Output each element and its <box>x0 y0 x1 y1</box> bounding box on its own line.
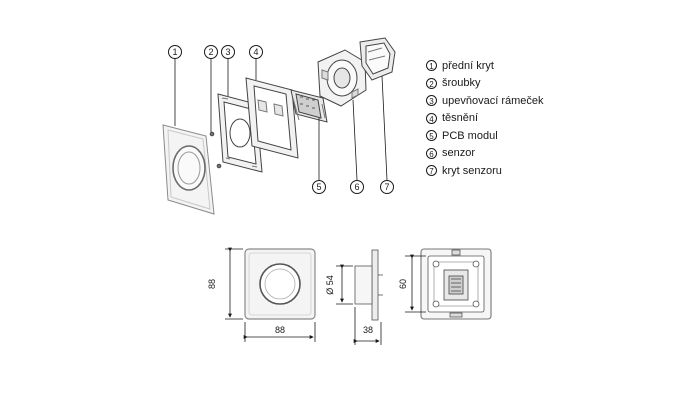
legend-number: 7 <box>426 165 437 177</box>
callout-5 <box>312 180 326 194</box>
side-depth-dimension: 38 <box>363 325 373 335</box>
legend-item-front-cover: 1 přední kryt <box>426 57 544 75</box>
callout-3 <box>221 45 235 59</box>
callout-label-2: 2 <box>208 47 213 57</box>
legend-number: 3 <box>426 95 437 107</box>
callout-label-3: 3 <box>225 47 230 57</box>
legend-label: senzor <box>442 147 476 160</box>
front-width-dimension: 88 <box>275 325 285 335</box>
pcb-module-part <box>290 89 328 123</box>
callout-label-4: 4 <box>253 47 258 57</box>
callout-6 <box>350 180 364 194</box>
legend-label: kryt senzoru <box>442 164 502 177</box>
callout-1 <box>168 45 182 59</box>
legend-number: 4 <box>426 112 437 124</box>
callout-label-7: 7 <box>384 182 389 192</box>
callout-4 <box>249 45 263 59</box>
legend-item-pcb-module: 5 PCB modul <box>426 127 544 145</box>
legend-label: šroubky <box>442 77 481 90</box>
front-cover-part <box>162 124 215 215</box>
sensor-cover-part <box>359 37 396 81</box>
leader-lines <box>174 59 388 181</box>
seal-part <box>245 77 299 159</box>
legend-label: přední kryt <box>442 59 494 72</box>
parts-legend: 1 přední kryt 2 šroubky 3 upevňovací rám… <box>426 57 544 180</box>
back-view <box>405 248 492 320</box>
exploded-view: 1 2 3 4 5 6 7 <box>162 37 396 215</box>
callout-label-6: 6 <box>354 182 359 192</box>
front-height-dimension: 88 <box>207 279 217 289</box>
callout-7 <box>380 180 394 194</box>
back-height-dimension: 60 <box>398 279 408 289</box>
legend-number: 5 <box>426 130 437 142</box>
front-view <box>225 247 316 342</box>
callout-circles <box>168 45 394 194</box>
legend-item-screws: 2 šroubky <box>426 75 544 93</box>
side-diameter-dimension: Ø 54 <box>325 275 335 295</box>
callout-label-1: 1 <box>172 47 177 57</box>
legend-item-seal: 4 těsnění <box>426 110 544 128</box>
callout-2 <box>204 45 218 59</box>
side-view <box>336 249 383 345</box>
legend-item-mounting-frame: 3 upevňovací rámeček <box>426 92 544 110</box>
screws-part <box>209 131 222 169</box>
legend-label: upevňovací rámeček <box>442 94 544 107</box>
legend-number: 1 <box>426 60 437 72</box>
legend-label: PCB modul <box>442 129 498 142</box>
legend-item-sensor: 6 senzor <box>426 145 544 163</box>
legend-number: 2 <box>426 77 437 89</box>
sensor-part <box>317 49 367 107</box>
callout-label-5: 5 <box>316 182 321 192</box>
legend-label: těsnění <box>442 112 479 125</box>
legend-item-sensor-cover: 7 kryt senzoru <box>426 162 544 180</box>
legend-number: 6 <box>426 147 437 159</box>
